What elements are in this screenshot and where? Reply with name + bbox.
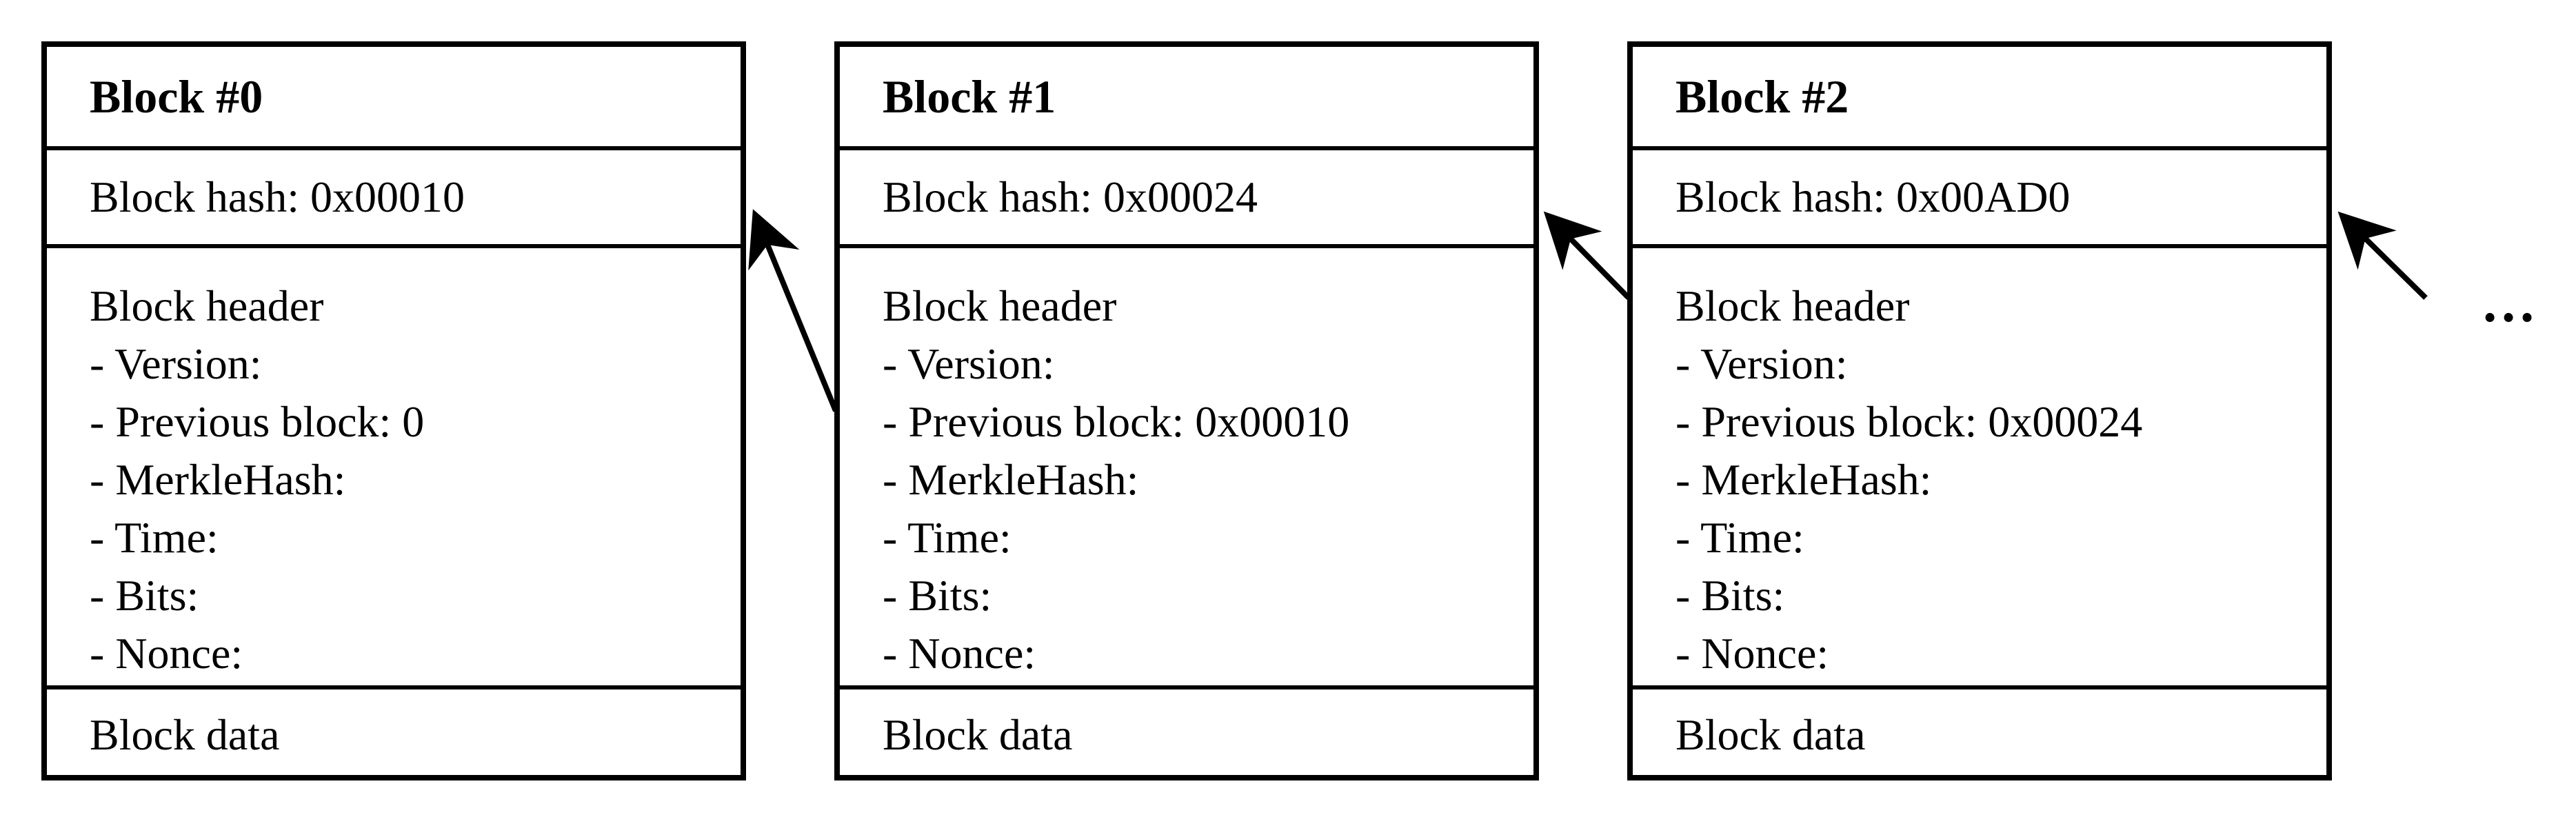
block-data-label: Block data	[883, 710, 1073, 759]
block-hash: Block hash: 0x00024	[883, 172, 1258, 221]
block-0: Block #0 Block hash: 0x00010 Block heade…	[41, 41, 746, 780]
header-field-merkle-hash: - MerkleHash:	[90, 455, 346, 504]
header-field-version: - Version:	[883, 339, 1055, 388]
link-arrow-next-to-2	[2337, 211, 2428, 300]
block-header-label: Block header	[90, 281, 324, 330]
header-field-previous-block: - Previous block: 0x00024	[1676, 397, 2143, 446]
block-title: Block #1	[883, 70, 1056, 123]
block-header-section: Block header - Version: - Previous block…	[47, 248, 741, 689]
block-title-section: Block #2	[1633, 47, 2326, 150]
header-field-bits: - Bits:	[883, 571, 992, 620]
header-field-bits: - Bits:	[90, 571, 199, 620]
block-data-label: Block data	[90, 710, 280, 759]
link-arrow-1-to-0	[748, 209, 838, 412]
block-hash: Block hash: 0x00AD0	[1676, 172, 2071, 221]
header-field-merkle-hash: - MerkleHash:	[883, 455, 1139, 504]
block-title: Block #0	[90, 70, 263, 123]
header-field-nonce: - Nonce:	[1676, 629, 1829, 678]
header-field-time: - Time:	[1676, 513, 1804, 562]
block-header-label: Block header	[883, 281, 1117, 330]
continuation-ellipsis: …	[2481, 273, 2540, 334]
header-field-nonce: - Nonce:	[90, 629, 243, 678]
block-data-section: Block data	[47, 689, 741, 780]
header-field-time: - Time:	[90, 513, 219, 562]
header-field-merkle-hash: - MerkleHash:	[1676, 455, 1932, 504]
header-field-version: - Version:	[90, 339, 262, 388]
block-1: Block #1 Block hash: 0x00024 Block heade…	[834, 41, 1539, 780]
block-2: Block #2 Block hash: 0x00AD0 Block heade…	[1627, 41, 2332, 780]
block-hash-section: Block hash: 0x00AD0	[1633, 150, 2326, 248]
header-field-previous-block: - Previous block: 0x00010	[883, 397, 1350, 446]
header-field-version: - Version:	[1676, 339, 1848, 388]
header-field-bits: - Bits:	[1676, 571, 1785, 620]
block-title-section: Block #0	[47, 47, 741, 150]
block-data-label: Block data	[1676, 710, 1866, 759]
link-arrow-2-to-1	[1543, 211, 1631, 300]
block-data-section: Block data	[840, 689, 1533, 780]
block-title: Block #2	[1676, 70, 1849, 123]
header-field-time: - Time:	[883, 513, 1012, 562]
block-data-section: Block data	[1633, 689, 2326, 780]
block-hash-section: Block hash: 0x00010	[47, 150, 741, 248]
block-hash-section: Block hash: 0x00024	[840, 150, 1533, 248]
block-header-section: Block header - Version: - Previous block…	[840, 248, 1533, 689]
block-hash: Block hash: 0x00010	[90, 172, 465, 221]
header-field-nonce: - Nonce:	[883, 629, 1036, 678]
block-title-section: Block #1	[840, 47, 1533, 150]
block-header-label: Block header	[1676, 281, 1910, 330]
header-field-previous-block: - Previous block: 0	[90, 397, 425, 446]
block-header-section: Block header - Version: - Previous block…	[1633, 248, 2326, 689]
